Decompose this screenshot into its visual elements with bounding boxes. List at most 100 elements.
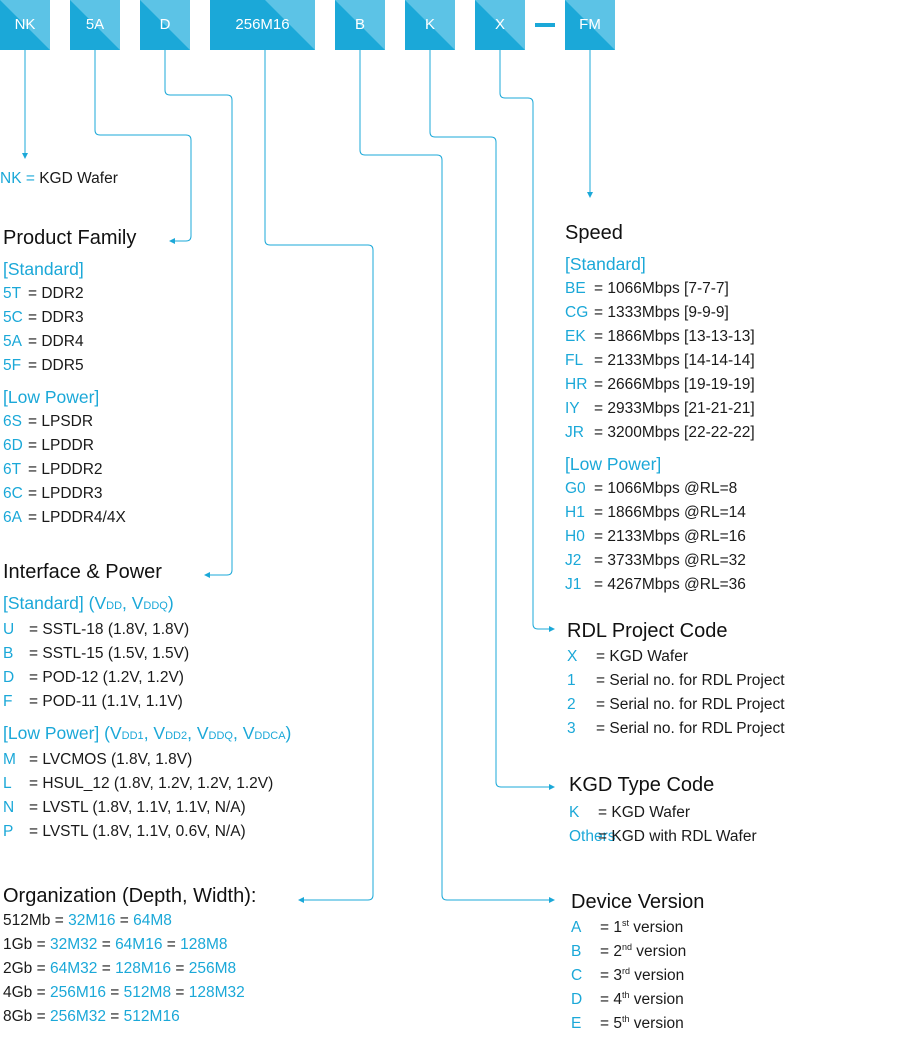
interface-power-title: Interface & Power [3,561,162,583]
list-row: F= POD-11 (1.1V, 1.1V) [3,692,183,712]
list-row: M= LVCMOS (1.8V, 1.8V) [3,750,192,770]
row-value: = DDR2 [28,285,84,302]
equals-sign: = [162,936,181,953]
list-row: 6D= LPDDR [3,436,94,456]
organization-value: 128M8 [180,936,228,953]
row-key: HR [565,376,588,393]
row-key: 3 [567,720,576,737]
row-value: = DDR3 [28,309,84,326]
row-key: H1 [565,504,585,521]
list-row: G0= 1066Mbps @RL=8 [565,479,737,499]
equals-sign: = [97,936,116,953]
row-value: = 1066Mbps [7-7-7] [594,280,729,297]
row-key: P [3,823,14,840]
row-value: = SSTL-15 (1.5V, 1.5V) [29,645,190,662]
equals-sign: = [32,984,50,1001]
list-row: 2= Serial no. for RDL Project [567,695,785,715]
product-family-standard-label: [Standard] [3,259,84,279]
interface-standard-voltages: (VDD, VDDQ) [88,593,174,613]
code-label: FM [579,16,601,33]
equals-sign: = [32,1008,50,1025]
list-row: K= KGD Wafer [569,803,690,823]
rdl-project-title: RDL Project Code [567,620,728,642]
row-key: 6T [3,461,22,478]
row-key: Others [569,828,616,845]
code-label: 5A [85,16,105,33]
list-row: 6A= LPDDR4/4X [3,508,126,528]
code-box-nk: NK [0,0,50,50]
row-key: N [3,799,15,816]
row-value: = LPSDR [28,413,94,430]
list-row: A = 1st version [571,918,683,938]
row-key: 5C [3,309,23,326]
organization-row: 1Gb = 32M32 = 64M16 = 128M8 [3,935,228,955]
organization-value: 256M32 [49,1008,106,1025]
row-value: = LVSTL (1.8V, 1.1V, 1.1V, N/A) [29,799,246,816]
list-row: C= 3rd version [571,966,684,986]
list-row: E= 5th version [571,1014,684,1034]
nk-value: KGD Wafer [39,170,118,187]
list-row: 6S= LPSDR [3,412,93,432]
organization-value: 256M8 [188,960,237,977]
speed-title: Speed [565,222,623,244]
row-value: = Serial no. for RDL Project [596,672,785,689]
equals-sign: = [171,984,189,1001]
row-value: = 5th version [600,1013,684,1032]
list-row: 5T= DDR2 [3,284,84,304]
equals-sign: = [50,912,69,929]
list-row: JR= 3200Mbps [22-22-22] [565,423,755,443]
row-value: = 1st version [600,917,684,936]
equals-sign: = [171,960,189,977]
row-value: = 2666Mbps [19-19-19] [594,376,755,393]
row-value: = 2133Mbps @RL=16 [594,528,746,545]
row-value: = LVSTL (1.8V, 1.1V, 0.6V, N/A) [29,823,246,840]
row-key: D [571,991,583,1008]
equals-sign: = [106,1008,124,1025]
row-value: = LPDDR2 [28,461,103,478]
organization-title: Organization (Depth, Width): [3,885,257,907]
row-value: = 2nd version [600,941,687,960]
list-row: IY= 2933Mbps [21-21-21] [565,399,755,419]
code-box-speed: FM [565,0,615,50]
row-key: J1 [565,576,582,593]
organization-value: 256M16 [49,984,106,1001]
list-row: D= 4th version [571,990,684,1010]
list-row: BE= 1066Mbps [7-7-7] [565,279,729,299]
speed-lowpower-label: [Low Power] [565,454,662,474]
row-value: = 3200Mbps [22-22-22] [594,424,755,441]
product-family-lowpower-label: [Low Power] [3,387,100,407]
nk-key: NK = [0,170,35,187]
organization-row: 2Gb = 64M32 = 128M16 = 256M8 [3,959,236,979]
row-key: D [3,669,15,686]
row-value: = 1866Mbps @RL=14 [594,504,746,521]
interface-lowpower-bracket: [Low Power] [3,723,100,743]
row-value: = DDR4 [28,333,84,350]
list-row: HR = 2666Mbps [19-19-19] [565,375,755,395]
list-row: J1= 4267Mbps @RL=36 [565,575,746,595]
density: 8Gb [3,1008,33,1025]
row-key: 6C [3,485,23,502]
row-value: = LPDDR [28,437,94,454]
organization-value: 32M32 [49,936,98,953]
code-box-version: B [335,0,385,50]
organization-value: 512M16 [123,1008,180,1025]
row-value: = KGD Wafer [598,804,691,821]
row-value: = 1333Mbps [9-9-9] [594,304,729,321]
product-family-title: Product Family [3,227,137,249]
row-key: 6A [3,509,22,526]
code-label: B [354,16,365,33]
density: 2Gb [3,960,33,977]
row-key: A [571,919,582,936]
row-value: = SSTL-18 (1.8V, 1.8V) [29,621,190,638]
row-key: 2 [567,696,576,713]
list-row: 6T = LPDDR2 [3,460,103,480]
row-value: = HSUL_12 (1.8V, 1.2V, 1.2V, 1.2V) [29,775,274,792]
connector-interface [164,50,233,578]
row-value: = POD-12 (1.2V, 1.2V) [29,669,184,686]
list-row: P = LVSTL (1.8V, 1.1V, 0.6V, N/A) [3,822,246,842]
row-value: = DDR5 [28,357,84,374]
interface-lowpower-label: [Low Power] (VDD1, VDD2, VDDQ, VDDCA) [3,723,291,744]
row-value: = LVCMOS (1.8V, 1.8V) [29,751,193,768]
list-row: L= HSUL_12 (1.8V, 1.2V, 1.2V, 1.2V) [3,774,273,794]
code-box-interface: D [140,0,190,50]
